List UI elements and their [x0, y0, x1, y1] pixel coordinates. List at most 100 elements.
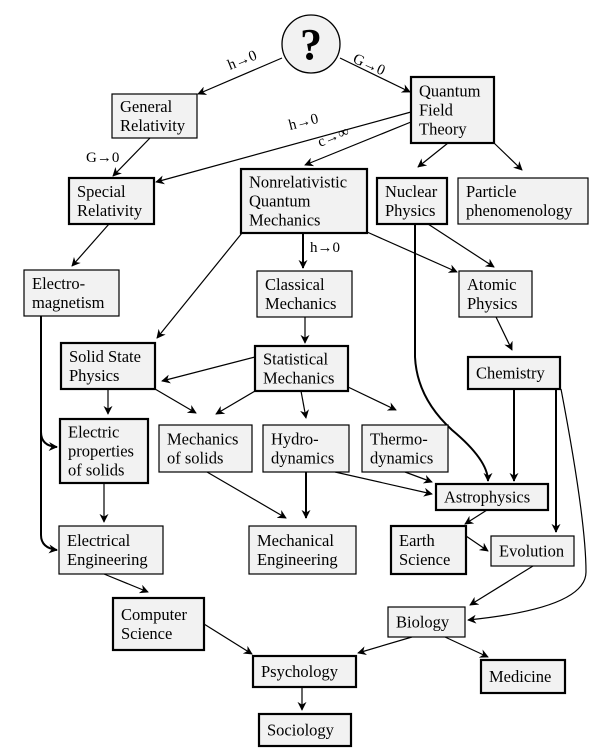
edge-arrow: [40, 316, 58, 554]
edge-arrow: [155, 111, 412, 185]
edge-arrow: [366, 231, 458, 273]
node-thermodynamics: Thermo-dynamics: [361, 424, 449, 473]
node-label-line: Relativity: [120, 116, 186, 135]
root-unknown-theory-node: ?: [281, 14, 341, 74]
node-label-line: Atomic: [467, 275, 517, 294]
edge-limit-label: h→0: [287, 111, 320, 134]
edge-arrow: [417, 142, 449, 168]
edge-arrow: [197, 57, 283, 95]
question-circle-icon: [281, 14, 341, 74]
edge-arrow: [71, 223, 110, 267]
node-label-line: of solids: [167, 449, 223, 468]
edge-arrow: [206, 471, 287, 519]
edge-evolution-to-biology: [469, 565, 534, 606]
edge-electromagnetism-to-electric-properties: [40, 316, 58, 451]
edge-biology-to-medicine: [444, 636, 489, 658]
edge-atomic-physics-to-chemistry: [495, 316, 513, 351]
node-label-line: Astrophysics: [444, 488, 530, 507]
edge-arrow: [444, 636, 489, 658]
node-box: [253, 344, 350, 393]
edge-arrow: [103, 573, 149, 594]
edge-qft-to-nrqm: c→∞: [304, 121, 412, 167]
edge-electrical-engineering-to-computer-science: [103, 573, 149, 594]
edge-statistical-mechanics-to-hydrodynamics: [300, 390, 309, 419]
node-medicine: Medicine: [479, 658, 567, 695]
node-sociology: Sociology: [257, 712, 353, 748]
node-box: [111, 596, 206, 652]
node-label-line: Relativity: [77, 201, 143, 220]
edge-electromagnetism-to-electrical-engineering: [40, 316, 58, 554]
node-box: [251, 654, 358, 689]
node-label-line: Computer: [121, 605, 187, 624]
edge-nrqm-to-atomic-physics: [366, 231, 458, 273]
edge-arrow: [156, 232, 243, 339]
edge-nuclear-physics-to-astrophysics: [414, 224, 493, 482]
node-label-line: Quantum: [419, 82, 481, 101]
node-label-line: of solids: [68, 461, 124, 480]
node-label-line: Engineering: [257, 550, 338, 569]
edge-arrow: [467, 388, 587, 624]
node-label-line: Theory: [419, 120, 467, 139]
edge-arrow: [469, 565, 534, 606]
node-box: [58, 525, 164, 575]
node-biology: Biology: [387, 606, 466, 638]
node-box: [458, 270, 533, 318]
edge-nrqm-to-solid-state-physics: [156, 232, 243, 339]
edge-general-relativity-to-special-relativity: G→0: [86, 137, 151, 177]
node-label-line: Physics: [385, 201, 435, 220]
node-evolution: Evolution: [490, 535, 575, 567]
question-mark-label: ?: [300, 20, 322, 69]
edge-thermodynamics-to-astrophysics: [404, 471, 433, 484]
node-label-line: Solid State: [69, 347, 141, 366]
node-box: [67, 176, 156, 226]
edge-statistical-mechanics-to-mechanics-of-solids: [215, 390, 256, 415]
node-hydrodynamics: Hydro-dynamics: [262, 424, 350, 473]
node-box: [59, 341, 157, 391]
node-label-line: Earth: [399, 531, 435, 550]
node-electromagnetism: Electro-magnetism: [23, 269, 120, 317]
edge-arrow: [495, 316, 513, 351]
node-label-line: Engineering: [67, 550, 148, 569]
node-box: [239, 167, 369, 235]
node-label-line: Science: [121, 624, 172, 643]
edge-computer-science-to-psychology: [203, 623, 253, 655]
edge-arrow: [300, 390, 309, 419]
node-box: [257, 712, 353, 748]
node-label-line: Thermo-: [370, 430, 428, 449]
node-box: [375, 176, 449, 226]
node-label-line: magnetism: [32, 293, 105, 312]
node-box: [409, 75, 496, 145]
node-box: [490, 535, 575, 567]
edge-limit-label: c→∞: [316, 124, 352, 151]
node-label-line: Field: [419, 101, 454, 120]
node-label-line: Nuclear: [385, 182, 438, 201]
edge-nrqm-to-classical-mechanics: h→0: [298, 233, 340, 269]
node-label-line: Hydro-: [271, 430, 319, 449]
node-label-line: Sociology: [267, 721, 335, 740]
edge-arrow: [304, 121, 412, 167]
node-label-line: Science: [399, 550, 450, 569]
node-box: [479, 658, 567, 695]
edge-qft-to-nuclear-physics: [417, 142, 449, 168]
node-box: [111, 93, 198, 139]
node-label-line: Electric: [68, 423, 119, 442]
node-box: [58, 417, 150, 485]
edge-arrow: [347, 386, 397, 411]
node-box: [434, 482, 550, 512]
edge-arrow: [154, 388, 197, 414]
edge-chemistry-to-biology: [467, 388, 587, 624]
edge-arrow: [427, 223, 495, 268]
edge-arrow: [40, 316, 58, 451]
node-label-line: properties: [68, 442, 134, 461]
node-box: [361, 424, 449, 473]
node-label-line: Mechanics: [167, 430, 238, 449]
